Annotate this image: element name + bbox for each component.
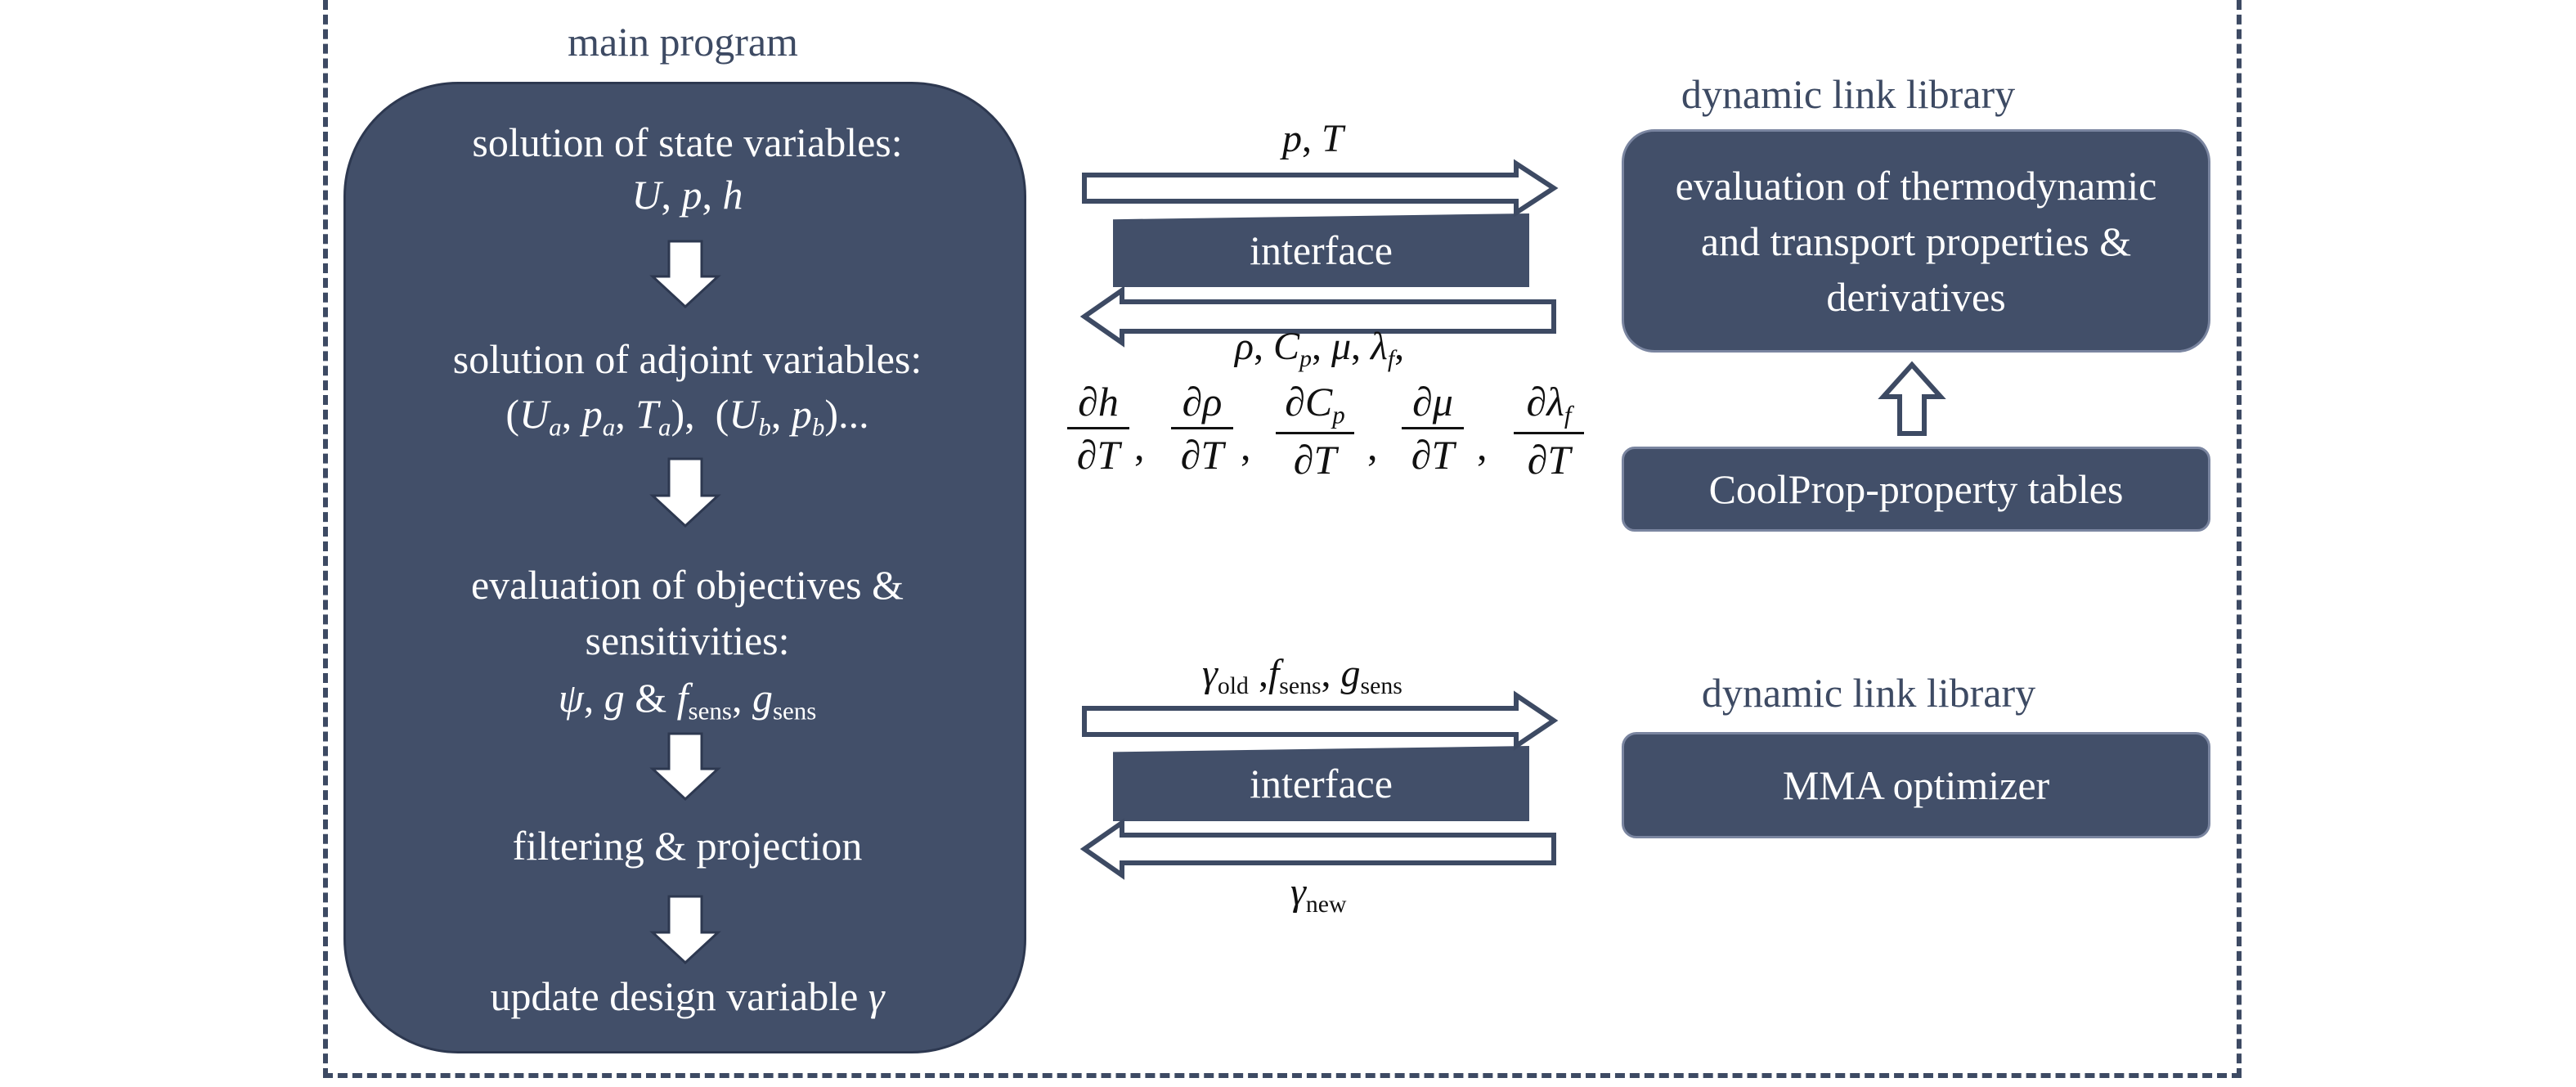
up-arrow-icon — [1878, 361, 1946, 436]
right-arrow-icon — [1082, 690, 1559, 751]
comma: , — [1367, 423, 1378, 469]
thermo-properties-box: evaluation of thermodynamic and transpor… — [1622, 129, 2210, 353]
label-p-T: p, T — [1282, 117, 1344, 160]
derivative-dmu-dT: ∂μ∂T — [1402, 381, 1464, 475]
step-objectives-vars: ψ, g & fsens, gsens — [558, 675, 817, 725]
dll-bottom-header: dynamic link library — [1701, 670, 2036, 716]
comma: , — [1477, 423, 1488, 469]
right-arrow-icon — [1082, 159, 1559, 218]
step-state-variables-title: solution of state variables: — [472, 119, 903, 165]
thermo-line-1: evaluation of thermodynamic — [1675, 162, 2157, 209]
label-gamma-old-sens: γold ,fsens, gsens — [1202, 652, 1402, 699]
down-arrow-icon — [649, 240, 721, 309]
step-objectives-title: evaluation of objectives & — [470, 562, 904, 608]
step-adjoint-variables-title: solution of adjoint variables: — [452, 336, 922, 382]
thermo-line-3: derivatives — [1826, 273, 2006, 320]
step-sensitivities-title: sensitivities: — [585, 618, 790, 663]
comma: , — [1241, 423, 1251, 469]
derivative-dlambda-dT: ∂λf∂T — [1514, 381, 1584, 480]
left-arrow-icon — [1079, 285, 1556, 348]
label-properties: ρ, Cp, μ, λf, — [1235, 325, 1405, 372]
dll-top-header: dynamic link library — [1681, 71, 2016, 117]
down-arrow-icon — [649, 732, 721, 802]
derivative-drho-dT: ∂ρ∂T — [1171, 381, 1233, 475]
step-state-variables-vars: U, p, h — [631, 172, 743, 218]
mma-optimizer-box: MMA optimizer — [1622, 732, 2210, 838]
outer-dashed-frame — [323, 0, 2242, 1078]
derivative-dCp-dT: ∂Cp∂T — [1276, 381, 1354, 480]
main-program-header: main program — [568, 19, 798, 65]
left-arrow-icon — [1079, 818, 1556, 880]
interface-bottom-box: interface — [1113, 746, 1529, 821]
step-update-design-variable: update design variable γ — [490, 973, 885, 1019]
interface-top-box: interface — [1113, 213, 1529, 287]
step-filtering-projection: filtering & projection — [512, 823, 863, 869]
coolprop-box: CoolProp-property tables — [1622, 447, 2210, 532]
thermo-line-2: and transport properties & — [1700, 218, 2132, 264]
down-arrow-icon — [649, 895, 721, 965]
comma: , — [1134, 423, 1145, 469]
step-adjoint-variables-vars: (Ua, pa, Ta), (Ub, pb)... — [505, 391, 869, 442]
derivative-dh-dT: ∂h∂T — [1067, 381, 1129, 475]
down-arrow-icon — [649, 457, 721, 528]
label-gamma-new: γnew — [1290, 870, 1347, 918]
